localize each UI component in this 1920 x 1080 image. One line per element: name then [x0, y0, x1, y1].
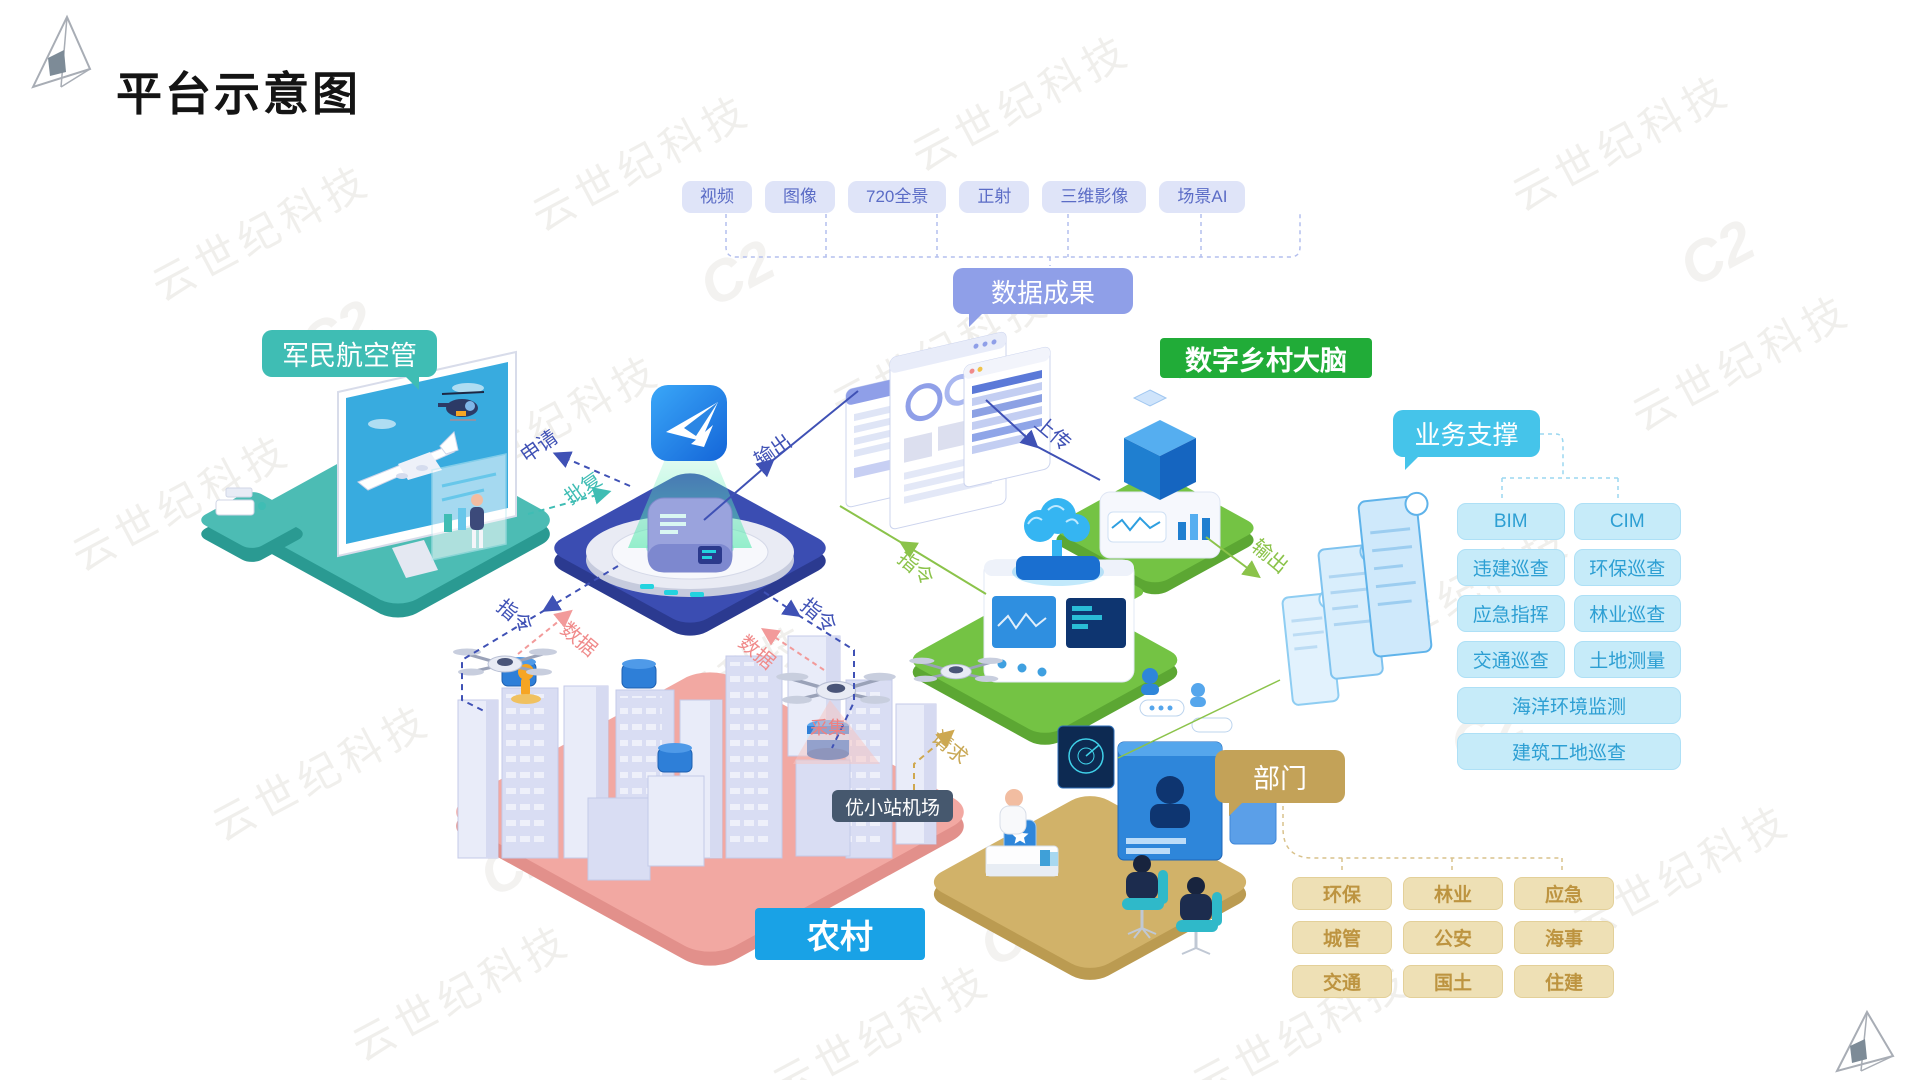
dept-land: 国土: [1403, 965, 1503, 998]
data-type-tags: 视频 图像 720全景 正射 三维影像 场景AI: [682, 181, 1246, 213]
dept-emergency: 应急: [1514, 877, 1614, 910]
flow-line-command-right: [763, 591, 801, 618]
business-item-land-survey: 土地测量: [1573, 641, 1681, 678]
flow-line-output-docs: [1205, 536, 1261, 579]
business-item-env-patrol: 环保巡查: [1573, 549, 1681, 586]
drone-left: [453, 648, 557, 676]
tag-panorama-720: 720全景: [848, 181, 947, 213]
flow-line-command-left: [541, 565, 619, 612]
label-drone-station: 优小站机场: [832, 790, 953, 822]
flow-line-data-left: [517, 609, 573, 655]
tag-video: 视频: [682, 181, 752, 213]
tag-scene-ai: 场景AI: [1159, 181, 1246, 213]
label-village-brain: 数字乡村大脑: [1160, 338, 1372, 378]
tag-orthophoto: 正射: [959, 181, 1030, 213]
dept-forestry: 林业: [1403, 877, 1503, 910]
business-item-emergency-command: 应急指挥: [1457, 595, 1565, 632]
output-documents: [1281, 491, 1433, 706]
flow-line-command-brain: [898, 541, 987, 595]
collect-scan-beam: [793, 700, 880, 764]
label-data-results: 数据成果: [953, 268, 1133, 327]
company-logo-bottomright: [1835, 1009, 1895, 1073]
city-buildings: [457, 635, 937, 881]
data-results-windows: [845, 331, 1051, 530]
ai-brain-machine-illustration: [983, 498, 1135, 683]
department-list: 环保 林业 应急 城管 公安 海事 交通 国土 住建: [1292, 877, 1614, 998]
label-business-support: 业务支撑: [1393, 410, 1540, 470]
dept-urban-mgmt: 城管: [1292, 921, 1392, 954]
drone-right: [909, 657, 1003, 682]
dept-transport: 交通: [1292, 965, 1392, 998]
business-item-bim: BIM: [1457, 503, 1565, 540]
aviation-monitor-illustration: [215, 350, 517, 578]
tag-image: 图像: [765, 181, 835, 213]
dept-public-security: 公安: [1403, 921, 1503, 954]
dept-environment: 环保: [1292, 877, 1392, 910]
business-item-traffic-patrol: 交通巡查: [1457, 641, 1565, 678]
drone-center: [776, 672, 896, 704]
tag-3d-imagery: 三维影像: [1042, 181, 1147, 213]
department-bracket: [1282, 806, 1563, 874]
dept-maritime: 海事: [1514, 921, 1614, 954]
flow-line-output-results: [703, 458, 775, 521]
tag-connectors: [725, 214, 1301, 266]
flow-collect: 采集: [810, 718, 846, 738]
business-item-cim: CIM: [1573, 503, 1681, 540]
business-item-marine-monitoring: 海洋环境监测: [1457, 687, 1681, 724]
business-item-illegal-construction: 违建巡查: [1457, 549, 1565, 586]
business-item-forestry-patrol: 林业巡查: [1573, 595, 1681, 632]
page-title: 平台示意图: [116, 68, 361, 120]
company-logo-topleft: [31, 14, 92, 89]
label-departments: 部门: [1215, 750, 1345, 816]
dept-housing: 住建: [1514, 965, 1614, 998]
flow-line-data-right: [761, 628, 825, 671]
flow-lines: [461, 390, 1281, 812]
business-item-site-patrol: 建筑工地巡查: [1457, 733, 1681, 770]
hub-station-illustration: [586, 385, 794, 597]
flow-line-docs-to-dept: [1117, 679, 1281, 759]
business-support-list: BIM CIM 违建巡查 环保巡查 应急指挥 林业巡查 交通巡查 土地测量 海洋…: [1457, 503, 1681, 770]
flow-line-approve: [527, 487, 612, 515]
label-aviation-control: 军民航空管: [262, 330, 437, 390]
label-rural: 农村: [755, 908, 925, 960]
cube-machine-illustration: [1099, 367, 1221, 559]
business-bracket: [1501, 433, 1619, 500]
flow-line-upload: [985, 399, 1039, 449]
flow-line-apply: [552, 451, 631, 487]
